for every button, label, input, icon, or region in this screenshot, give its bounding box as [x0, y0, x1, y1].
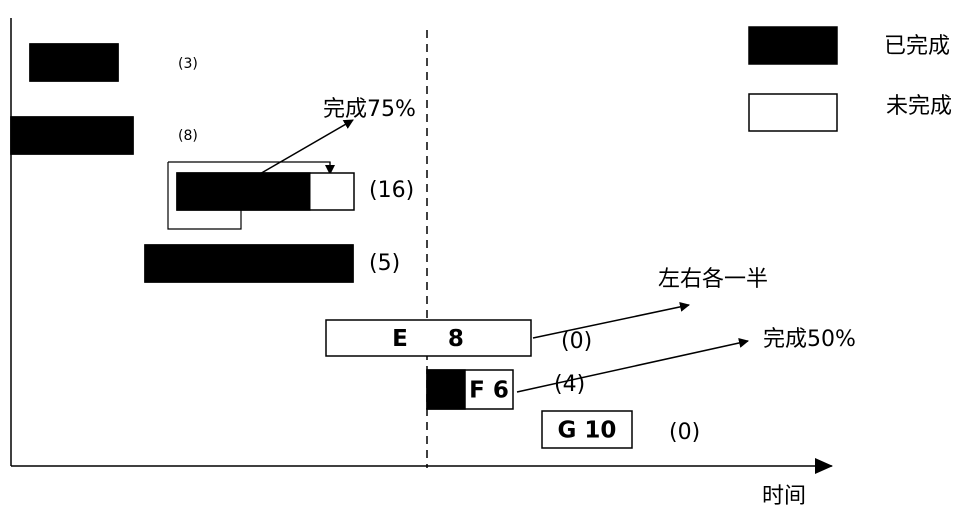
task-bar-a: A 4 — [29, 43, 119, 82]
task-c-completed — [176, 172, 311, 211]
task-d-note: (5) — [369, 251, 400, 276]
task-bar-e: E 8 — [325, 319, 532, 357]
task-e-remaining — [325, 319, 532, 357]
legend-todo-swatch — [748, 93, 838, 132]
x-axis-label: 时间 — [762, 484, 806, 509]
task-b-note: (8) — [178, 128, 198, 144]
legend-done-label: 已完成 — [884, 34, 950, 59]
callout-f-arrow — [516, 338, 749, 393]
task-c-note: (16) — [369, 178, 414, 203]
task-bars: A 4 B 10 C 12 D 4 E 8F 6 G 10 — [10, 43, 633, 449]
task-g-label: G 10 — [558, 418, 617, 444]
task-bar-b: B 10 — [10, 116, 134, 155]
legend: 已完成 未完成 — [748, 26, 952, 132]
callout-c-text: 完成75% — [323, 97, 416, 122]
task-d-completed — [144, 244, 354, 283]
task-g-note: (0) — [669, 420, 700, 445]
callout-c-arrow — [257, 119, 354, 176]
task-b-label: B 10 — [43, 124, 101, 150]
task-f-note: (4) — [554, 372, 585, 397]
task-a-note: (3) — [178, 56, 198, 72]
callout-f-text: 完成50% — [763, 327, 856, 352]
task-b-completed — [10, 116, 134, 155]
task-a-completed — [29, 43, 119, 82]
callout-e-text: 左右各一半 — [658, 267, 768, 292]
legend-done-swatch — [748, 26, 838, 65]
task-f-completed — [426, 369, 466, 410]
task-bar-g: G 10 — [541, 410, 633, 449]
task-f-label: F 6 — [469, 378, 509, 404]
task-e-label: E 8 — [392, 326, 464, 352]
task-g-remaining — [541, 410, 633, 449]
task-bar-c: C 12 — [176, 172, 355, 211]
callout-e-arrow — [532, 301, 690, 339]
task-bar-d: D 4 — [144, 244, 354, 283]
task-d-label: D 4 — [219, 252, 278, 278]
task-bar-f: F 6 — [426, 369, 514, 410]
task-e-note: (0) — [561, 329, 592, 354]
legend-todo-label: 未完成 — [886, 94, 952, 119]
task-c-label: C 12 — [213, 180, 270, 206]
task-a-label: A 4 — [53, 51, 95, 77]
